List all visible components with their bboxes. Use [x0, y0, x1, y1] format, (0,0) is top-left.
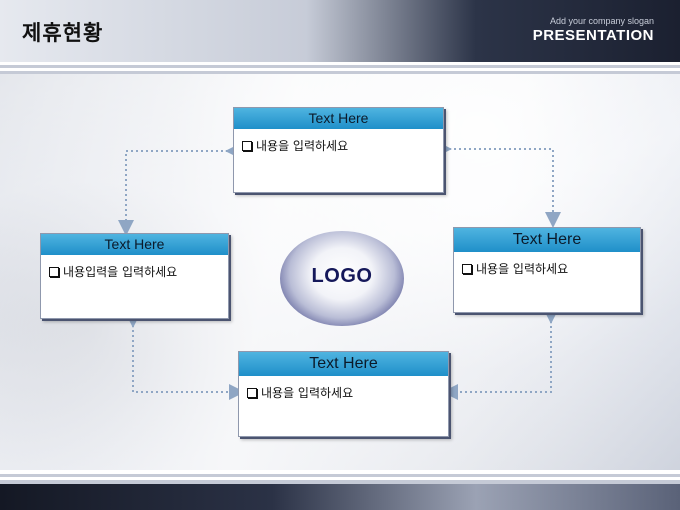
logo-ellipse: LOGO	[280, 231, 404, 326]
checkbox-bullet-icon	[247, 388, 257, 398]
header-bar: 제휴현황 Add your company slogan PRESENTATIO…	[0, 0, 680, 62]
card-bottom: Text Here 내용을 입력하세요	[238, 351, 449, 437]
checkbox-bullet-icon	[462, 264, 472, 274]
page-title: 제휴현황	[22, 21, 104, 45]
card-top-title: Text Here	[234, 108, 443, 129]
card-top: Text Here 내용을 입력하세요	[233, 107, 444, 193]
card-left-title: Text Here	[41, 234, 228, 255]
connector-top-right	[436, 141, 561, 228]
card-left-text: 내용입력을 입력하세요	[63, 265, 178, 279]
checkbox-bullet-icon	[49, 267, 59, 277]
card-bottom-title: Text Here	[239, 352, 448, 376]
card-right-text: 내용을 입력하세요	[476, 262, 569, 276]
footer-divider	[0, 470, 680, 484]
header-divider	[0, 62, 680, 74]
checkbox-bullet-icon	[242, 141, 252, 151]
card-left: Text Here 내용입력을 입력하세요	[40, 233, 229, 319]
presentation-label: PRESENTATION	[532, 27, 654, 44]
logo-text: LOGO	[311, 265, 373, 287]
card-bottom-text: 내용을 입력하세요	[261, 386, 354, 400]
connector-top-left	[118, 143, 241, 236]
connector-left-bottom	[125, 312, 245, 400]
card-right-title: Text Here	[454, 228, 640, 252]
company-slogan: Add your company slogan	[549, 16, 654, 26]
footer-bar	[0, 484, 680, 510]
connector-right-bottom	[442, 308, 559, 400]
card-right: Text Here 내용을 입력하세요	[453, 227, 641, 313]
card-top-text: 내용을 입력하세요	[256, 139, 349, 153]
